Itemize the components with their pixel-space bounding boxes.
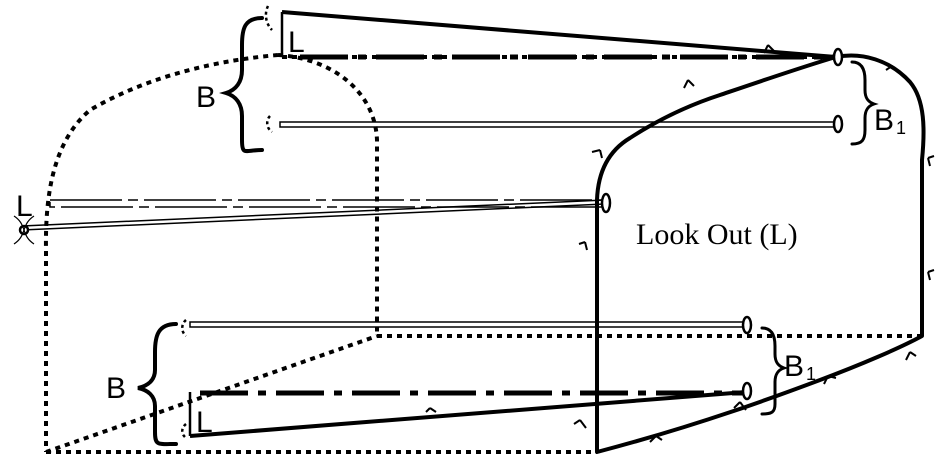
marker-upper-parallel <box>832 114 844 134</box>
dotted-diagonal <box>45 334 378 454</box>
tick-mark <box>683 79 695 89</box>
sight-lines <box>21 54 836 396</box>
tick-mark <box>927 269 935 281</box>
lookout-bottom-ray <box>189 390 747 438</box>
labels: Look Out (L) L L L B B B 1 B 1 <box>16 26 906 439</box>
tick-marks <box>425 44 935 443</box>
label-lookout: Look Out (L) <box>636 218 798 251</box>
tick-mark <box>425 407 437 413</box>
sight-line-left <box>21 199 606 231</box>
brace-b1-top <box>850 60 879 146</box>
label-b1-top: B <box>874 104 894 137</box>
label-l-top: L <box>288 26 305 59</box>
end-markers <box>18 47 844 401</box>
label-l-bottom: L <box>196 406 213 439</box>
marker-bottom-right <box>741 381 753 401</box>
brace-b-top <box>219 16 264 154</box>
label-b1-bottom-sub: 1 <box>806 364 816 384</box>
tick-mark <box>591 149 603 159</box>
tick-mark <box>733 401 747 411</box>
tick-mark <box>649 435 663 443</box>
tick-mark <box>578 241 588 251</box>
dotted-inner-arch <box>277 53 379 336</box>
lookout-outline <box>188 10 926 454</box>
label-l-left: L <box>16 190 33 223</box>
dotted-dash-bottom-top <box>181 319 187 337</box>
dotted-dash-bottom-low <box>181 423 187 439</box>
tick-mark <box>763 44 775 54</box>
brace-b-bottom <box>137 322 178 447</box>
tick-mark <box>905 351 917 361</box>
label-b1-top-sub: 1 <box>896 118 906 138</box>
parallel-line-upper <box>279 121 837 128</box>
marker-top-right <box>832 47 844 67</box>
brace-b1-bottom <box>760 326 789 416</box>
observer-rays <box>13 215 35 245</box>
tick-mark <box>823 375 837 385</box>
dotted-arch <box>43 53 279 452</box>
label-b-bottom: B <box>106 372 126 405</box>
label-b1-bottom: B <box>784 350 804 383</box>
braces <box>137 16 879 447</box>
tick-mark <box>573 419 587 429</box>
parallel-line-lower <box>189 321 747 328</box>
marker-lower-parallel <box>741 315 753 335</box>
dotted-dash-top-mid <box>266 115 273 134</box>
tick-mark <box>927 155 935 167</box>
marker-sight-left <box>600 192 612 214</box>
lookout-top-ray <box>281 10 837 59</box>
tick-mark <box>885 65 899 73</box>
dotted-dash-top-left <box>264 5 273 31</box>
label-b-top: B <box>196 81 216 114</box>
